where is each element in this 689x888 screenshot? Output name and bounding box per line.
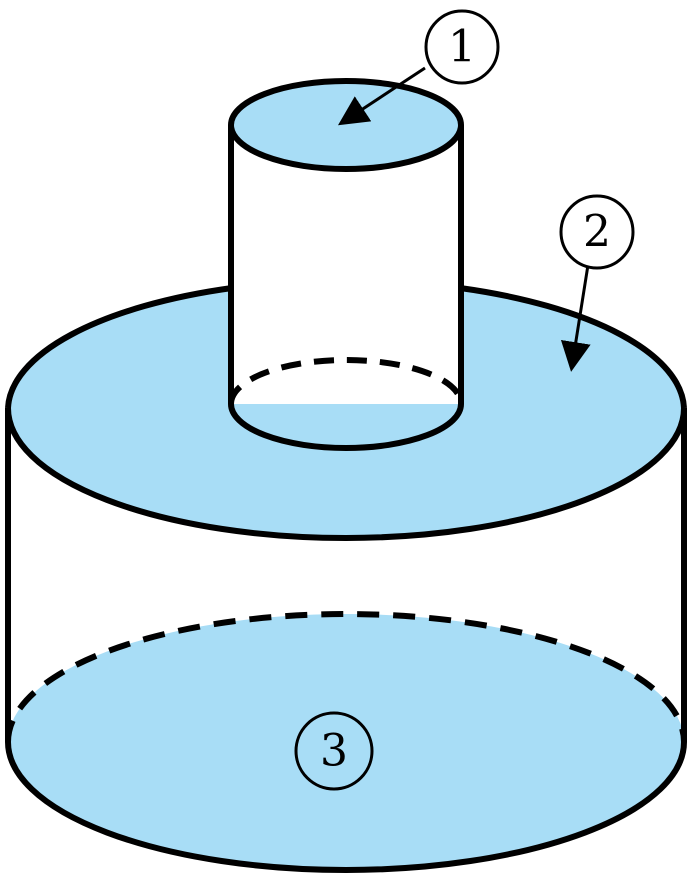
label-3: 3 — [294, 711, 374, 791]
middle-face-front-edge — [5, 407, 687, 541]
label-3-text: 3 — [320, 726, 348, 777]
label-3-circle — [294, 711, 374, 791]
small-cylinder — [228, 78, 464, 451]
middle-face-back-edge-right — [459, 285, 687, 409]
label-1-circle — [424, 9, 500, 85]
bottom-face — [5, 611, 687, 873]
top-face — [228, 78, 464, 172]
middle-face-back-edge-left — [5, 285, 233, 409]
bottom-face-fill — [8, 614, 684, 870]
small-cylinder-base-back-edge — [228, 357, 464, 405]
bottom-face-front-edge — [5, 741, 687, 873]
bottom-face-back-edge — [5, 611, 687, 743]
small-cylinder-base-front-edge — [228, 403, 464, 451]
label-2-circle — [559, 194, 635, 270]
small-cylinder-base-front-fill — [231, 404, 461, 448]
arrow-to-top-face — [337, 66, 426, 126]
label-2-text: 2 — [583, 207, 611, 258]
arrow-to-middle-face — [560, 264, 591, 372]
label-2: 2 — [559, 194, 635, 270]
label-1-text: 1 — [448, 22, 476, 73]
label-1: 1 — [424, 9, 500, 85]
